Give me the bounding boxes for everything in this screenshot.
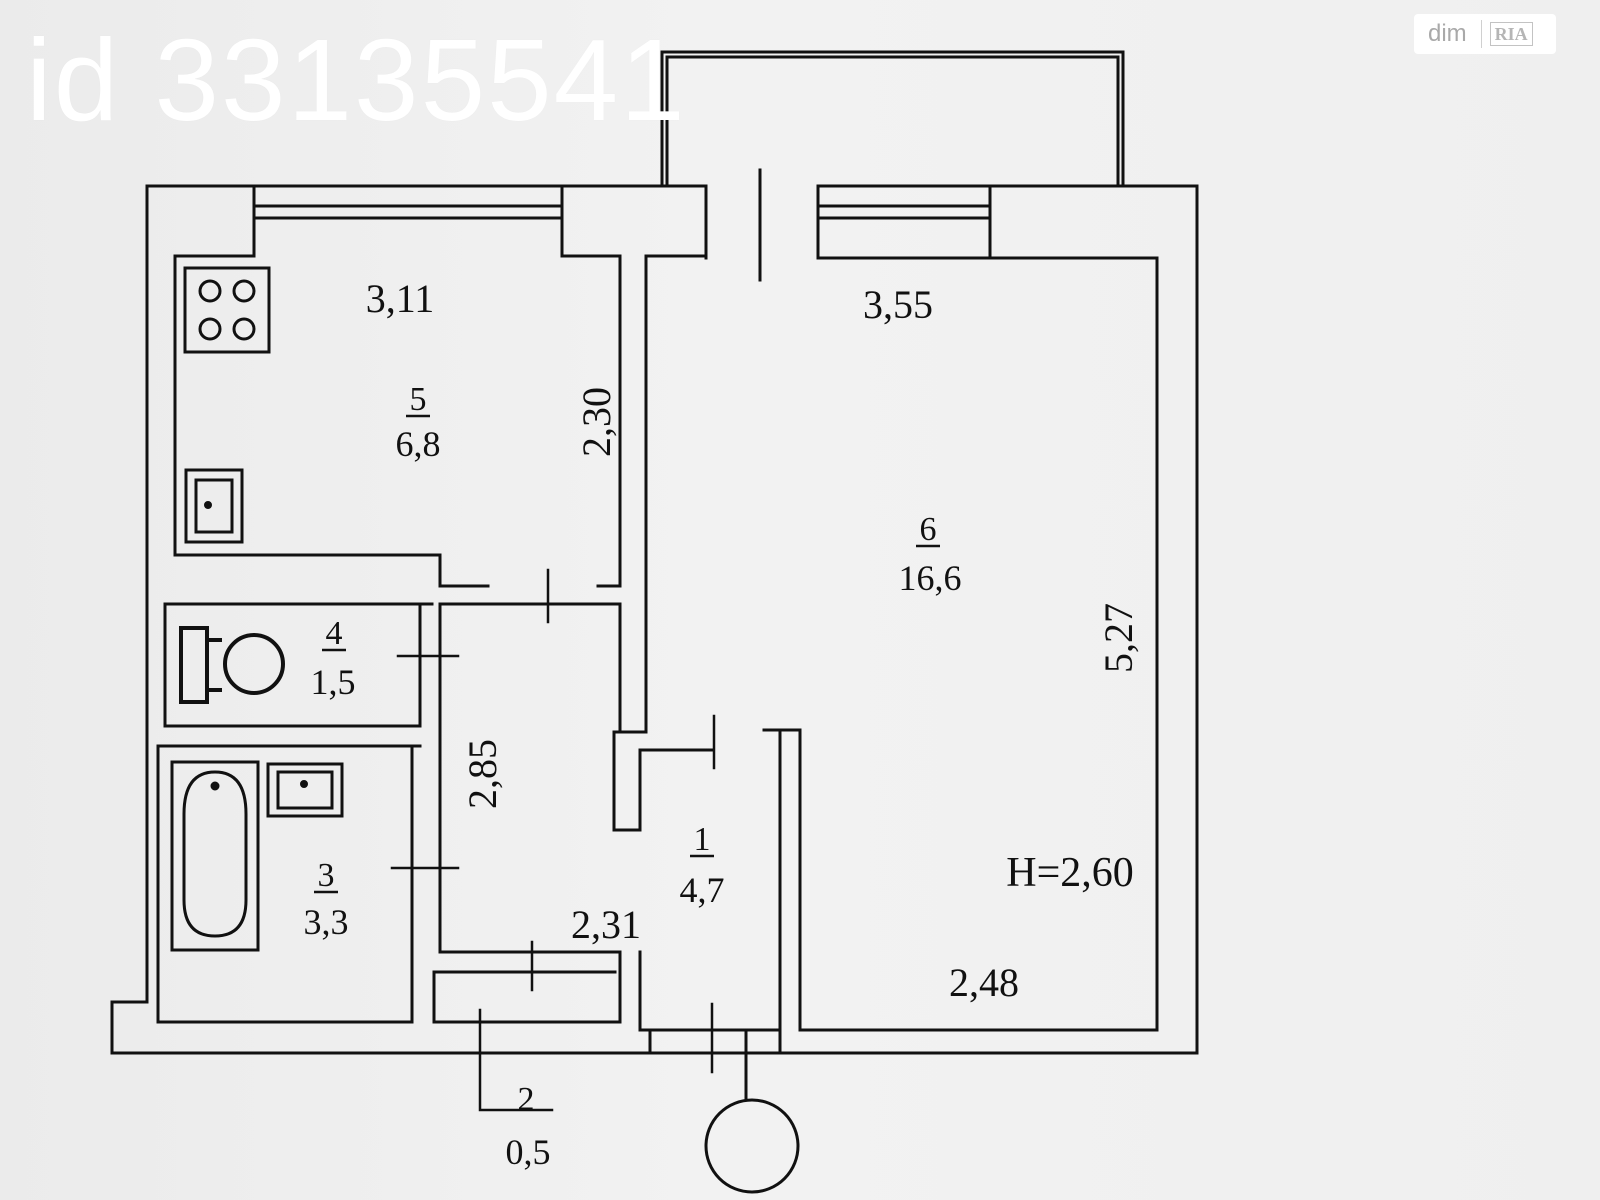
room-2-leader (478, 1008, 554, 1112)
dim-ria-logo: dim RIA (1414, 14, 1556, 54)
room-4-label: 4 1,5 (311, 615, 356, 702)
dim-living-width: 3,55 (863, 282, 933, 327)
washbasin-icon (266, 762, 344, 818)
svg-text:4,7: 4,7 (680, 870, 725, 910)
brand-name: dim (1428, 20, 1467, 47)
room-3-label: 3 3,3 (304, 857, 349, 942)
svg-text:6: 6 (920, 511, 937, 548)
ceiling-height: H=2,60 (1006, 850, 1134, 896)
svg-text:3,3: 3,3 (304, 902, 349, 942)
bathtub-icon (170, 760, 260, 952)
dim-corridor-height: 2,85 (460, 739, 505, 809)
dim-living-height: 5,27 (1096, 603, 1141, 673)
balcony-door (704, 168, 762, 282)
dim-kitchen-height: 2,30 (574, 387, 619, 457)
listing-id-watermark: id 33135541 (26, 15, 687, 145)
outer-wall (110, 184, 1199, 1055)
svg-text:0,5: 0,5 (506, 1132, 551, 1172)
room-6-label: 6 16,6 (899, 511, 962, 598)
dim-kitchen-width: 3,11 (366, 276, 435, 321)
sink-icon (184, 468, 244, 544)
room-5-label: 5 6,8 (396, 381, 441, 464)
svg-text:5: 5 (410, 381, 427, 418)
living-room-walls (612, 254, 1159, 1032)
entrance-icon (704, 1028, 800, 1194)
hall-walls (432, 602, 782, 1055)
toilet-icon (179, 626, 285, 704)
svg-text:3: 3 (318, 857, 335, 894)
svg-text:6,8: 6,8 (396, 424, 441, 464)
dim-living-bottom: 2,48 (949, 960, 1019, 1005)
brand-mark: RIA (1489, 22, 1533, 46)
svg-text:1,5: 1,5 (311, 662, 356, 702)
balcony (660, 50, 1125, 187)
room-2-label: 2 0,5 (506, 1081, 551, 1172)
kitchen-walls (173, 254, 622, 588)
svg-text:4: 4 (326, 615, 343, 652)
svg-text:16,6: 16,6 (899, 558, 962, 598)
window-living (816, 184, 992, 260)
room-1-label: 1 4,7 (680, 821, 725, 910)
logo-divider (1480, 20, 1482, 48)
room-labels: 5 6,8 6 16,6 4 1,5 3 3,3 1 (304, 276, 1142, 1172)
svg-text:2: 2 (518, 1081, 535, 1118)
window-kitchen (252, 184, 564, 258)
toilet-room-walls (163, 602, 622, 954)
svg-text:1: 1 (694, 821, 711, 858)
stove-icon (183, 266, 271, 354)
bathroom-walls (156, 744, 422, 1024)
dim-corridor-width: 2,31 (571, 902, 641, 947)
